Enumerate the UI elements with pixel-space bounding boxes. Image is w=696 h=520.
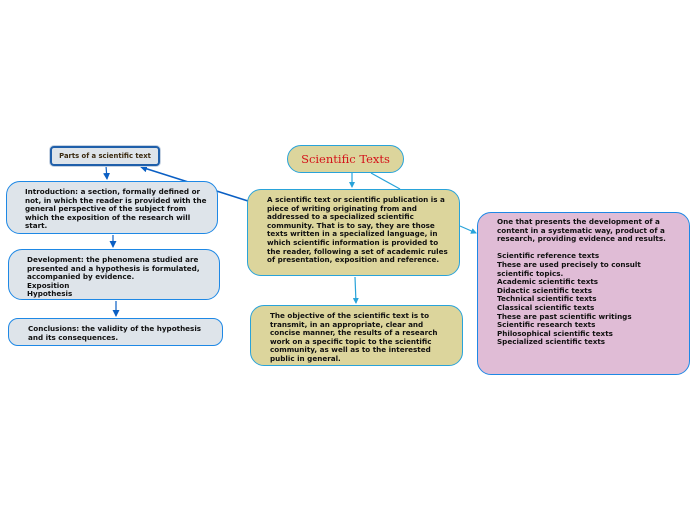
node-parts-of-scientific-text[interactable]: Parts of a scientific text (50, 146, 160, 166)
node-introduction-text: Introduction: a section, formally define… (25, 187, 207, 231)
node-development-text: Development: the phenomena studied are p… (27, 255, 200, 299)
node-types[interactable]: One that presents the development of a c… (477, 212, 690, 375)
connector-definition-objective (352, 276, 359, 304)
connector-definition-types (459, 225, 477, 234)
node-definition[interactable]: A scientific text or scientific publicat… (247, 189, 460, 276)
connector-root-types (370, 172, 401, 190)
connector-parts-introduction (103, 165, 111, 180)
node-types-text: One that presents the development of a c… (497, 217, 666, 347)
node-objective[interactable]: The objective of the scientific text is … (250, 305, 463, 366)
node-conclusions[interactable]: Conclusions: the validity of the hypothe… (8, 318, 223, 346)
node-scientific-texts[interactable]: Scientific Texts (287, 145, 404, 173)
node-parts-title: Parts of a scientific text (59, 151, 151, 160)
node-definition-text: A scientific text or scientific publicat… (267, 195, 448, 265)
node-scientific-texts-title: Scientific Texts (301, 151, 390, 166)
node-development[interactable]: Development: the phenomena studied are p… (8, 249, 220, 300)
node-introduction[interactable]: Introduction: a section, formally define… (6, 181, 218, 234)
node-conclusions-text: Conclusions: the validity of the hypothe… (28, 324, 202, 342)
node-objective-text: The objective of the scientific text is … (270, 311, 438, 363)
